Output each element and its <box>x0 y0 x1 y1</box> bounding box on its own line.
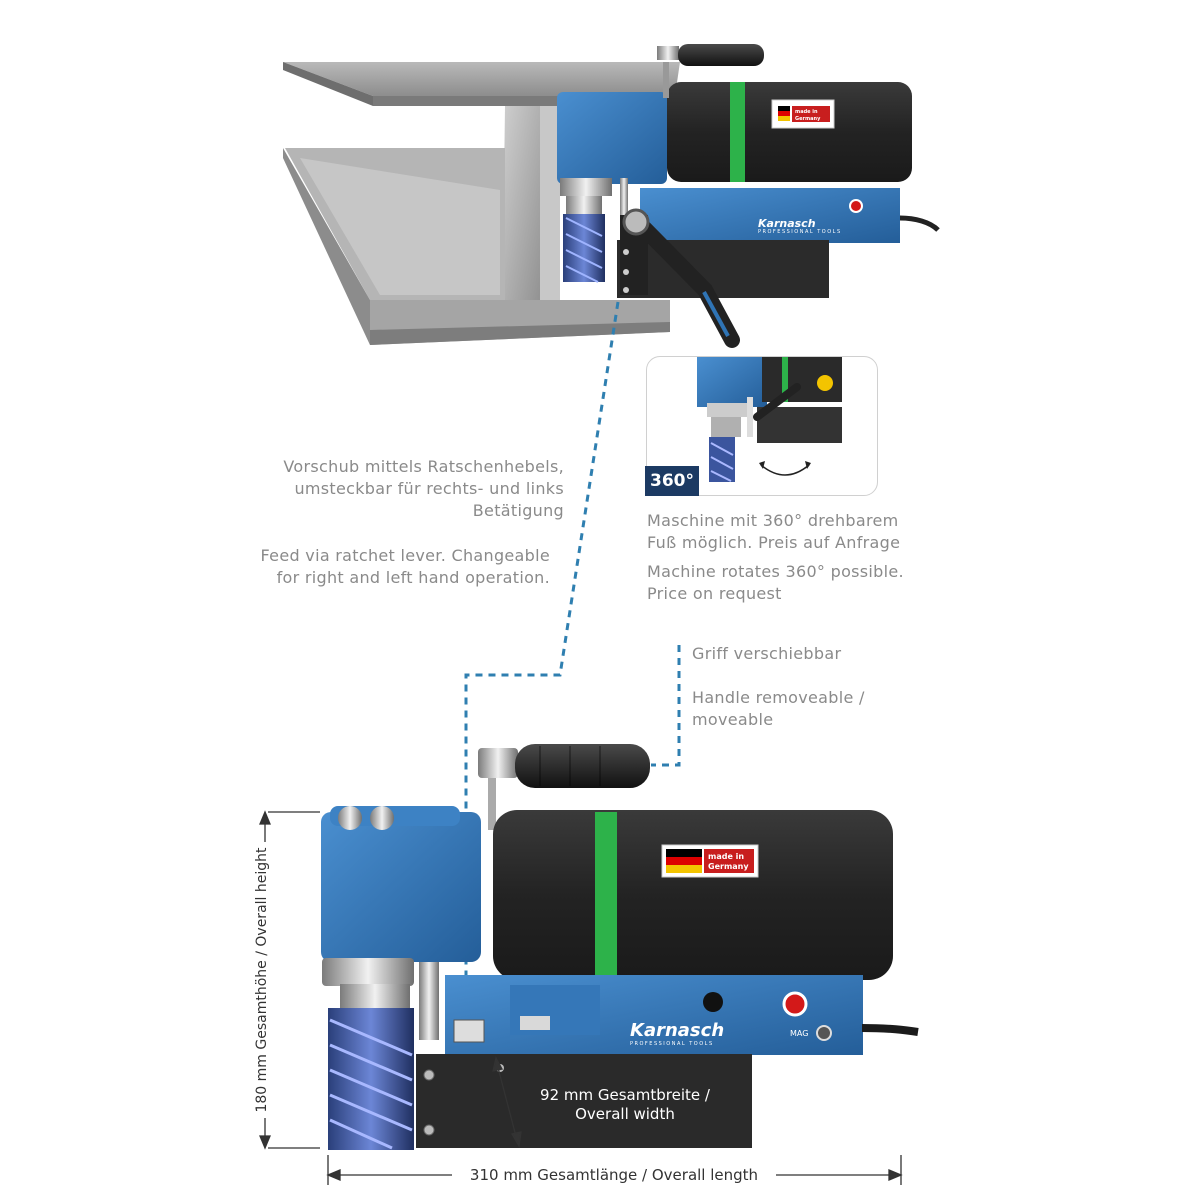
width-dimension-label: 92 mm Gesamtbreite / Overall width <box>520 1086 730 1124</box>
steel-beam <box>283 62 680 345</box>
bottom-machine: made in Germany Karnasch PROFESSIONAL TO… <box>321 744 919 1150</box>
height-dimension-label: 180 mm Gesamthöhe / Overall height <box>254 847 270 1113</box>
ratchet-note-en-line-1: Feed via ratchet lever. Changeable <box>260 546 550 565</box>
rotate-note-en: Machine rotates 360° possible. Price on … <box>647 561 947 605</box>
top-machine: made in Germany Karnasch PROFESSIONAL TO… <box>557 44 940 348</box>
dimension-length <box>326 1155 903 1185</box>
made-in-label-2: Germany <box>708 862 749 871</box>
magnet-label: MAG <box>790 1029 808 1038</box>
handle-note-de: Griff verschiebbar <box>692 644 842 663</box>
dimension-width <box>492 1056 522 1148</box>
brand-tagline-top: PROFESSIONAL TOOLS <box>758 229 842 235</box>
brand-tagline: PROFESSIONAL TOOLS <box>630 1041 714 1047</box>
handle-note-en-line-2: moveable <box>692 710 774 729</box>
brand-logo-top: Karnasch <box>758 217 816 230</box>
handle-note-en-line-1: Handle removeable / <box>692 688 865 707</box>
rotate-note-de-line-1: Maschine mit 360° drehbarem <box>647 511 899 530</box>
brand-logo: Karnasch <box>630 1020 724 1041</box>
rotation-inset <box>646 356 878 496</box>
ratchet-note-en-line-2: for right and left hand operation. <box>276 568 550 587</box>
rotate-note-de: Maschine mit 360° drehbarem Fuß möglich.… <box>647 510 947 554</box>
ratchet-note-de-line-1: Vorschub mittels Ratschenhebels, <box>283 457 564 476</box>
handle-note-en: Handle removeable / moveable <box>692 687 952 731</box>
width-dimension-label-line-2: Overall width <box>575 1105 675 1123</box>
rotate-note-en-line-1: Machine rotates 360° possible. <box>647 562 904 581</box>
made-in-label-top-2: Germany <box>795 116 821 122</box>
guide-line-handle <box>651 645 681 767</box>
rotate-note-de-line-2: Fuß möglich. Preis auf Anfrage <box>647 533 901 552</box>
ratchet-note-en: Feed via ratchet lever. Changeable for r… <box>230 545 550 589</box>
dimension-height <box>259 810 320 1150</box>
width-dimension-label-line-1: 92 mm Gesamtbreite / <box>540 1086 710 1104</box>
badge-360: 360° <box>645 466 699 496</box>
ratchet-note-de-line-3: Betätigung <box>472 501 564 520</box>
rotate-note-en-line-2: Price on request <box>647 584 782 603</box>
made-in-label-top-1: made in <box>795 109 818 115</box>
rotation-inset-image <box>697 357 842 482</box>
ratchet-note-de-line-2: umsteckbar für rechts- und links <box>294 479 564 498</box>
ratchet-note-de: Vorschub mittels Ratschenhebels, umsteck… <box>240 456 564 522</box>
made-in-label-1: made in <box>708 852 744 861</box>
length-dimension-label: 310 mm Gesamtlänge / Overall length <box>469 1166 759 1184</box>
